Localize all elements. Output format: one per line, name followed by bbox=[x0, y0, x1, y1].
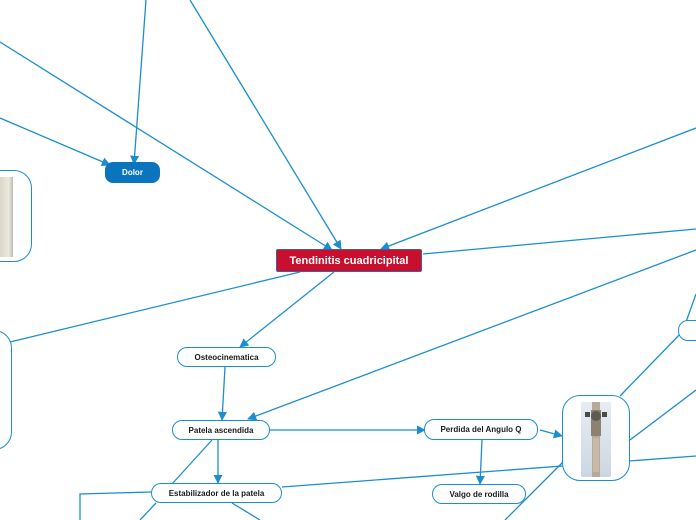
connector-knee-upright bbox=[619, 329, 685, 397]
connector-right-to-patela bbox=[247, 249, 696, 421]
image-node-knee[interactable] bbox=[562, 395, 630, 481]
topic-valgo-rodilla[interactable]: Valgo de rodilla bbox=[432, 484, 526, 504]
connector-estabilizador-to-left bbox=[79, 491, 152, 520]
connector-estabilizador-downleft bbox=[139, 502, 157, 520]
central-topic[interactable]: Tendinitis cuadricipital bbox=[276, 249, 422, 272]
connector-perdida-to-valgo bbox=[475, 439, 485, 485]
connector-osteocinematica-to-patela bbox=[217, 366, 228, 421]
connector-top-to-central bbox=[189, 0, 342, 250]
knee-illustration bbox=[585, 402, 607, 477]
topic-valgo-rodilla-label: Valgo de rodilla bbox=[449, 489, 509, 499]
connector-central-to-osteocinematica bbox=[239, 271, 335, 348]
connector-central-to-leftimage bbox=[9, 271, 301, 343]
connector-dolor-from-left bbox=[0, 117, 111, 166]
topic-estabilizador-patela-label: Estabilizador de la patela bbox=[168, 488, 265, 498]
connector-knee-downleft bbox=[504, 459, 566, 520]
connector-right-edge-stub bbox=[685, 293, 696, 323]
connector-estabilizador-to-right bbox=[281, 455, 696, 488]
topic-patela-ascendida-label: Patela ascendida bbox=[188, 425, 254, 435]
topic-estabilizador-patela[interactable]: Estabilizador de la patela bbox=[151, 483, 282, 503]
topic-dolor[interactable]: Dolor bbox=[105, 162, 160, 183]
image-node-left-top[interactable] bbox=[0, 170, 32, 262]
connector-topleft-to-central bbox=[0, 41, 333, 251]
connector-central-to-right bbox=[422, 228, 696, 255]
topic-right-edge[interactable] bbox=[678, 320, 696, 341]
photo-thumbnail bbox=[0, 177, 13, 257]
connector-perdida-to-knee bbox=[539, 429, 563, 439]
connector-knee-right bbox=[629, 389, 696, 441]
topic-dolor-label: Dolor bbox=[122, 168, 143, 177]
connector-dolor-from-top bbox=[130, 0, 147, 165]
topic-perdida-angulo-q-label: Perdida del Angulo Q bbox=[440, 425, 522, 434]
topic-osteocinematica-label: Osteocinematica bbox=[194, 352, 259, 362]
topic-osteocinematica[interactable]: Osteocinematica bbox=[177, 347, 276, 367]
topic-perdida-angulo-q[interactable]: Perdida del Angulo Q bbox=[424, 419, 538, 440]
connector-topright-to-central bbox=[380, 127, 696, 251]
central-topic-label: Tendinitis cuadricipital bbox=[289, 254, 409, 267]
connector-patela-downleft bbox=[171, 439, 213, 485]
knee-photo bbox=[581, 402, 611, 477]
connector-estabilizador-downright bbox=[231, 502, 261, 520]
image-node-left-bottom[interactable] bbox=[0, 330, 12, 450]
topic-patela-ascendida[interactable]: Patela ascendida bbox=[172, 420, 270, 440]
